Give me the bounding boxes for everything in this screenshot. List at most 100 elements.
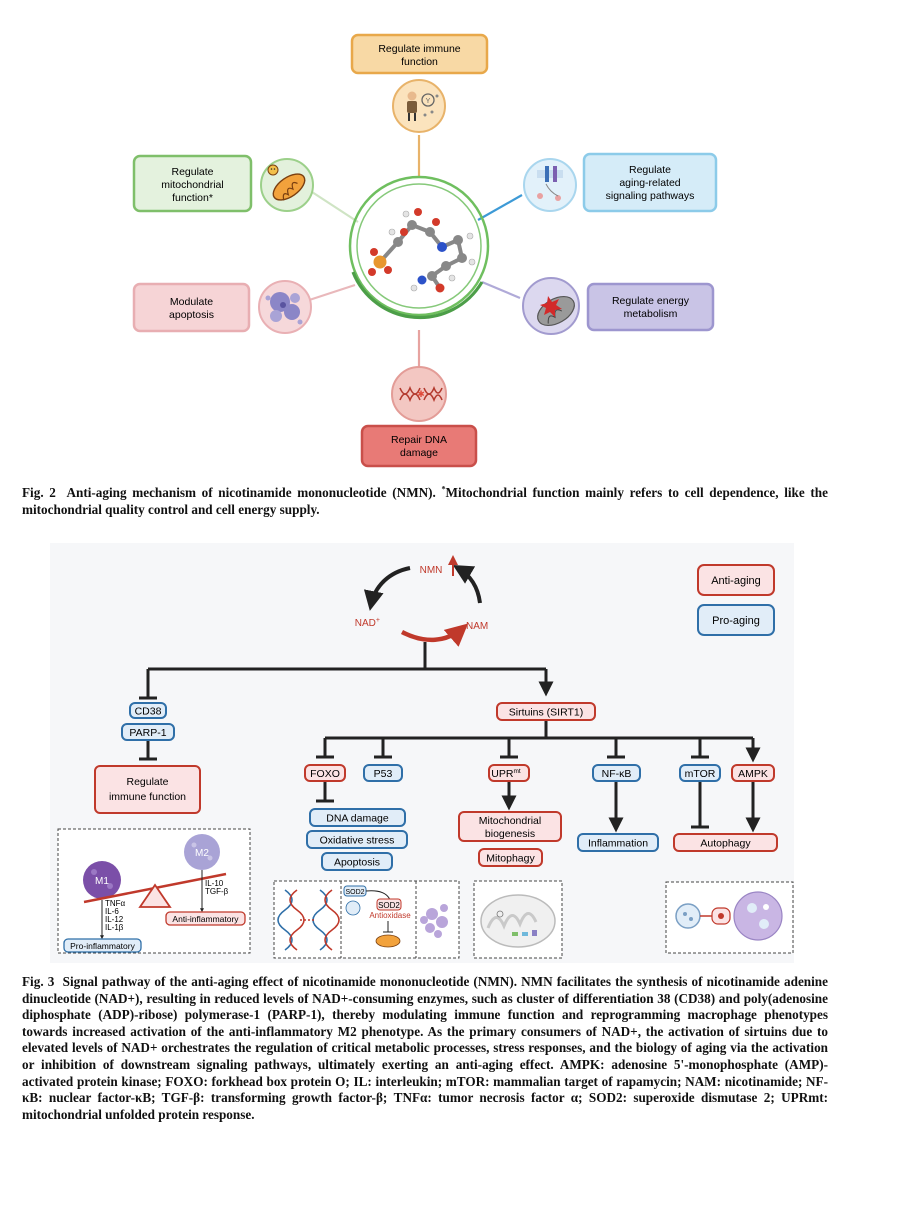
- legend-pro-aging: [697, 604, 775, 636]
- node-inflammation: Inflammation: [577, 833, 659, 852]
- balance-fulcrum: [138, 883, 172, 908]
- svg-text:mTOR: mTOR: [685, 768, 716, 780]
- legend-anti-aging: [697, 564, 775, 596]
- svg-text:apoptosis: apoptosis: [169, 309, 214, 321]
- svg-text:SOD2: SOD2: [345, 889, 364, 896]
- node-sirtuins: Sirtuins (SIRT1): [496, 702, 596, 721]
- figure-3-caption: Fig. 3 Signal pathway of the anti-aging …: [22, 974, 828, 1123]
- svg-text:IL-1β: IL-1β: [105, 923, 124, 932]
- svg-text:Apoptosis: Apoptosis: [334, 857, 380, 869]
- damaged-mitochondrion-icon: [522, 277, 580, 335]
- svg-text:mitochondrial: mitochondrial: [161, 179, 223, 191]
- node-regulate-aging-related-signaling: Regulate aging-related signaling pathway…: [582, 152, 718, 213]
- svg-text:function*: function*: [172, 192, 213, 204]
- fig2-caption-note: Mitochondrial function mainly refers to …: [22, 485, 828, 517]
- svg-text:TGF-β: TGF-β: [205, 887, 229, 896]
- node-cd38: CD38: [129, 702, 167, 719]
- node-regulate-immune-function: Regulate immune function: [94, 765, 201, 814]
- node-modulate-apoptosis: Modulate apoptosis: [132, 282, 251, 333]
- svg-text:M1: M1: [95, 876, 109, 887]
- svg-text:PARP-1: PARP-1: [129, 727, 166, 739]
- mitochondrion-small-icon: [375, 934, 401, 948]
- immune-cell-icon: Y: [392, 79, 446, 133]
- svg-text:Pro-inflammatory: Pro-inflammatory: [70, 941, 135, 951]
- svg-text:immune function: immune function: [109, 791, 186, 803]
- svg-text:Regulate energy: Regulate energy: [612, 295, 690, 307]
- mitochondrion-icon: [260, 158, 314, 212]
- svg-text:Autophagy: Autophagy: [700, 838, 751, 850]
- svg-text:Repair DNA: Repair DNA: [391, 434, 447, 446]
- node-upr-mt: UPRmt: [488, 764, 530, 782]
- svg-text:damage: damage: [400, 447, 438, 459]
- nad-label: NAD+: [355, 617, 380, 629]
- svg-text:FOXO: FOXO: [310, 768, 340, 780]
- svg-text:Anti-aging: Anti-aging: [711, 575, 761, 587]
- dna-icon: ✱: [391, 366, 447, 422]
- fig2-caption-label: Fig. 2: [22, 485, 56, 500]
- svg-text:aging-related: aging-related: [619, 177, 680, 189]
- nmn-label: NMN: [420, 565, 443, 576]
- svg-text:Regulate: Regulate: [126, 776, 168, 788]
- node-dna-damage: DNA damage: [309, 808, 406, 827]
- svg-text:M2: M2: [195, 848, 209, 859]
- figure-2-diagram: Y: [132, 33, 718, 468]
- node-nfkb: NF-κB: [592, 764, 641, 782]
- node-mtor: mTOR: [679, 764, 721, 782]
- svg-text:Oxidative stress: Oxidative stress: [320, 835, 395, 847]
- legend: Anti-aging Pro-aging: [697, 564, 775, 636]
- sod2-label: [376, 898, 402, 911]
- node-mitochondrial-biogenesis: Mitochondrial biogenesis: [458, 811, 562, 842]
- apoptotic-cell-icon: [258, 280, 312, 334]
- fig2-caption-note-mark: *: [441, 484, 446, 494]
- svg-text:NF-κB: NF-κB: [602, 768, 632, 780]
- svg-text:biogenesis: biogenesis: [485, 828, 535, 840]
- svg-text:AMPK: AMPK: [738, 768, 768, 780]
- svg-text:metabolism: metabolism: [624, 308, 678, 320]
- svg-text:Mitochondrial: Mitochondrial: [479, 815, 541, 827]
- nad-cycle: NMN NAD+ NAM: [355, 555, 488, 647]
- node-p53: P53: [363, 764, 403, 782]
- node-parp1: PARP-1: [121, 723, 175, 741]
- figure-3-diagram: NMN NAD+ NAM Anti-aging Pro-aging C: [50, 543, 794, 963]
- node-ampk: AMPK: [731, 764, 775, 782]
- nam-label: NAM: [466, 621, 488, 632]
- svg-text:Pro-aging: Pro-aging: [712, 615, 760, 627]
- pro-inflammatory-label: [63, 938, 142, 953]
- figure-2-caption: Fig. 2 Anti-aging mechanism of nicotinam…: [22, 485, 828, 518]
- fig2-caption-title: Anti-aging mechanism of nicotinamide mon…: [66, 485, 436, 500]
- node-regulate-mitochondrial-function: Regulate mitochondrial function*: [132, 154, 253, 213]
- dna-oxidative-panel: SOD2 SOD2 Antioxidase: [273, 880, 460, 959]
- svg-text:DNA damage: DNA damage: [326, 813, 389, 825]
- svg-text:function: function: [401, 56, 438, 68]
- svg-text:SOD2: SOD2: [378, 901, 400, 910]
- apoptotic-body-icon: [420, 904, 448, 938]
- pathway-connectors: [139, 642, 761, 833]
- svg-text:IL-10: IL-10: [205, 879, 224, 888]
- svg-text:Sirtuins (SIRT1): Sirtuins (SIRT1): [509, 707, 584, 719]
- node-foxo: FOXO: [304, 764, 346, 782]
- node-mitophagy: Mitophagy: [478, 848, 543, 867]
- autophagosome-icon: [675, 903, 701, 929]
- svg-text:Y: Y: [426, 98, 431, 105]
- svg-text:CD38: CD38: [135, 706, 162, 718]
- signaling-pathway-icon: [523, 158, 577, 212]
- antioxidase-label: Antioxidase: [369, 911, 411, 920]
- svg-text:TNFα: TNFα: [105, 899, 126, 908]
- svg-text:Mitophagy: Mitophagy: [486, 853, 535, 865]
- svg-text:IL-6: IL-6: [105, 907, 119, 916]
- node-oxidative-stress: Oxidative stress: [306, 830, 408, 849]
- svg-text:Regulate immune: Regulate immune: [378, 43, 460, 55]
- node-autophagy: Autophagy: [673, 833, 778, 852]
- svg-text:Inflammation: Inflammation: [588, 838, 648, 850]
- svg-text:IL-12: IL-12: [105, 915, 124, 924]
- nmn-molecule: [348, 175, 490, 320]
- svg-text:✱: ✱: [417, 389, 425, 399]
- svg-text:Regulate: Regulate: [629, 164, 671, 176]
- svg-text:Regulate: Regulate: [171, 166, 213, 178]
- node-apoptosis: Apoptosis: [321, 852, 393, 871]
- node-regulate-energy-metabolism: Regulate energy metabolism: [586, 282, 715, 332]
- node-repair-dna-damage: Repair DNA damage: [360, 424, 478, 468]
- autolysosome-cell-icon: [733, 891, 783, 941]
- macrophage-polarization-panel: M1 M2 TNFα IL-6 IL-12 IL-1β IL-10 TGF-β …: [57, 828, 251, 954]
- node-regulate-immune-function: Regulate immune function: [350, 33, 489, 75]
